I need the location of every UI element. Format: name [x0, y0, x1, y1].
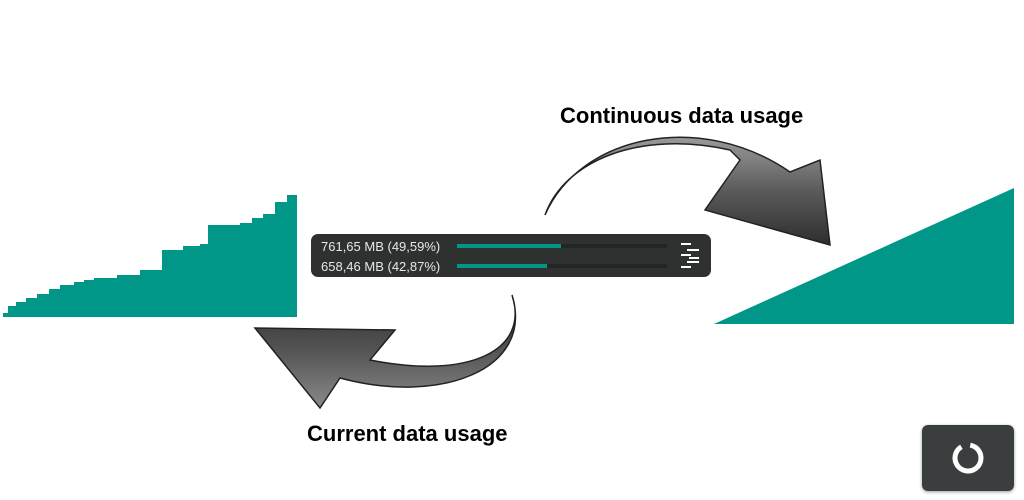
widget-toggle-button[interactable]: [922, 425, 1014, 491]
continuous-usage-caption: Continuous data usage: [560, 103, 804, 128]
usage-row-2-bar: [457, 264, 667, 268]
list-bars-icon[interactable]: [679, 243, 703, 269]
current-usage-caption: Current data usage: [307, 421, 508, 446]
usage-row-1-label: 761,65 MB (49,59%): [321, 239, 441, 254]
top-arrow-icon: [544, 136, 831, 247]
ring-progress-icon: [952, 442, 984, 474]
usage-row-2-fill: [457, 264, 548, 268]
usage-row-2-label: 658,46 MB (42,87%): [321, 259, 441, 274]
bottom-arrow-icon: [253, 294, 517, 410]
usage-row-1-fill: [457, 244, 562, 248]
data-usage-widget[interactable]: 761,65 MB (49,59%) 658,46 MB (42,87%): [311, 234, 711, 277]
usage-row-1-bar: [457, 244, 667, 248]
